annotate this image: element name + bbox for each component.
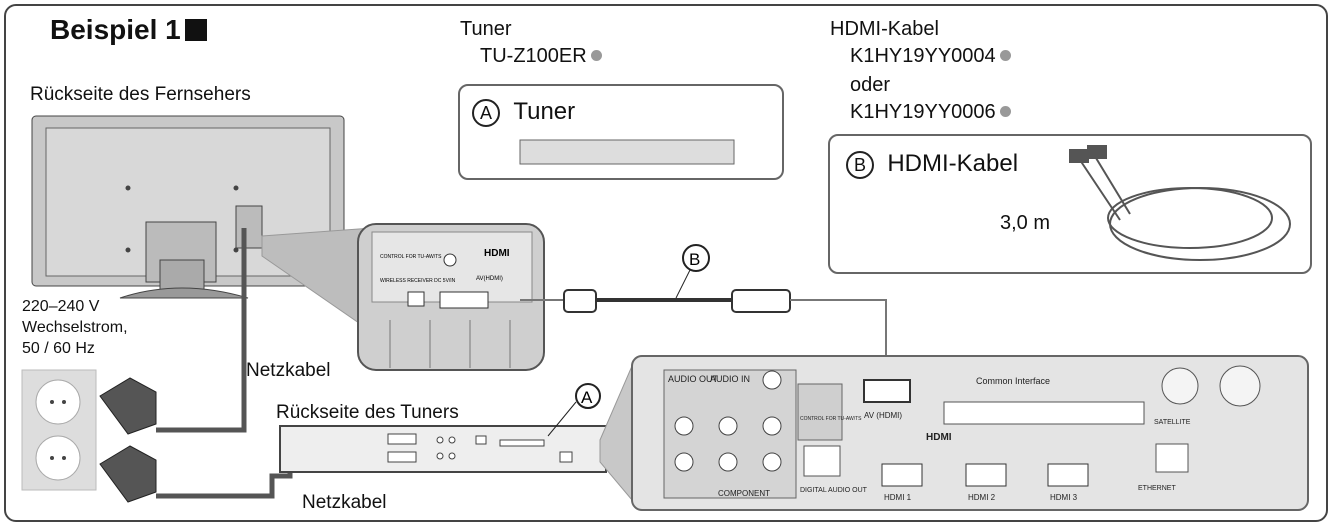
tv-power-cable bbox=[156, 228, 247, 433]
hdmi-part-2: K1HY19YY0006 bbox=[850, 101, 1011, 124]
tv-hdmi-logo: HDMI bbox=[484, 248, 510, 259]
letter-b-badge: B bbox=[846, 151, 874, 179]
callout-a-circle bbox=[575, 383, 601, 409]
tuner-zoom-wedge bbox=[599, 365, 633, 502]
tuner-back-label: Rückseite des Tuners bbox=[276, 402, 459, 423]
panel-av-hdmi-label: AV (HDMI) bbox=[864, 411, 902, 420]
callout-b-text: B bbox=[689, 250, 700, 269]
tuner-back-panel bbox=[631, 355, 1309, 511]
audio-in-label: AUDIO IN bbox=[710, 374, 750, 384]
hdmi3-label: HDMI 3 bbox=[1050, 493, 1078, 502]
dot-icon bbox=[999, 50, 1011, 61]
digital-audio-out-label: DIGITAL AUDIO OUT bbox=[800, 487, 868, 494]
hdmi-heading: HDMI-Kabel bbox=[830, 18, 939, 40]
tuner-back-illustration bbox=[279, 425, 607, 473]
callout-b-line bbox=[675, 269, 691, 299]
hdmi-or: oder bbox=[850, 74, 891, 96]
callout-b-circle bbox=[682, 244, 710, 272]
tuner-model: TU-Z100ER bbox=[480, 45, 602, 68]
figure-frame bbox=[4, 4, 1328, 522]
satellite-label: SATELLITE bbox=[1154, 419, 1191, 426]
netzkabel-label-tv: Netzkabel bbox=[246, 360, 331, 381]
panel-control-label: CONTROL FOR TU-AW/TS bbox=[800, 416, 862, 422]
hdmi-length: 3,0 m bbox=[1000, 212, 1051, 234]
tuner-power-cable bbox=[156, 440, 293, 499]
callout-a-line bbox=[547, 401, 577, 437]
power-plug-2 bbox=[99, 445, 157, 503]
tv-wireless-label: WIRELESS RECEIVER DC 5V/IN bbox=[380, 278, 456, 284]
ethernet-label: ETHERNET bbox=[1138, 485, 1176, 492]
dot-icon bbox=[999, 106, 1011, 117]
component-label: COMPONENT bbox=[718, 489, 770, 498]
tuner-box-label: A Tuner bbox=[472, 98, 575, 127]
hdmi-part-1: K1HY19YY0004 bbox=[850, 45, 1011, 68]
netzkabel-label-tuner: Netzkabel bbox=[302, 492, 387, 513]
tv-port-zoom bbox=[357, 223, 545, 371]
example-title: Beispiel 1 bbox=[50, 14, 207, 46]
hdmi-plug-right bbox=[731, 289, 791, 313]
tuner-heading: Tuner bbox=[460, 18, 512, 40]
dot-icon bbox=[590, 50, 602, 61]
hdmi1-label: HDMI 1 bbox=[884, 493, 912, 502]
tuner-device-image bbox=[519, 139, 735, 165]
letter-a-badge: A bbox=[472, 99, 500, 127]
power-plug-1 bbox=[99, 377, 157, 435]
hdmi-cable-coil-image bbox=[1069, 145, 1291, 261]
hdmi-lead-right bbox=[790, 299, 887, 382]
tv-back-label: Rückseite des Fernsehers bbox=[30, 84, 251, 105]
power-outlet bbox=[21, 369, 97, 491]
tv-av-hdmi-label: AV(HDMI) bbox=[476, 276, 503, 282]
callout-a-text: A bbox=[581, 388, 593, 407]
panel-hdmi-logo: HDMI bbox=[926, 432, 952, 443]
square-icon bbox=[184, 19, 207, 41]
hdmi-plug-left bbox=[563, 289, 597, 313]
audio-out-label: AUDIO OUT bbox=[668, 374, 719, 384]
hdmi2-label: HDMI 2 bbox=[968, 493, 996, 502]
common-interface-label: Common Interface bbox=[976, 376, 1050, 386]
hdmi-box-label: B HDMI-Kabel bbox=[846, 150, 1018, 179]
tv-control-label: CONTROL FOR TU-AW/TS bbox=[380, 254, 442, 260]
